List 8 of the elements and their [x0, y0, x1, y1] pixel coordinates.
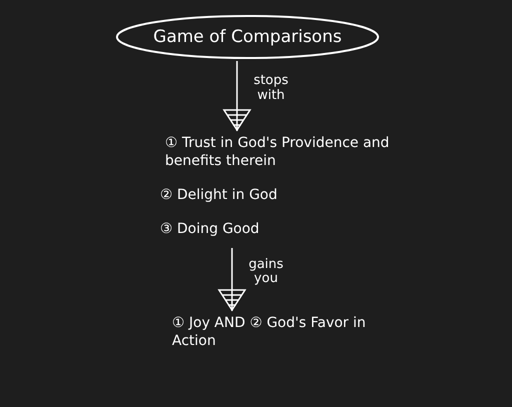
item-text: ① Joy AND ② God's Favor in Action [172, 315, 366, 350]
item-text: ② Delight in God [160, 187, 278, 203]
item-text: ③ Doing Good [160, 221, 260, 237]
edge-label: gains you [248, 258, 284, 288]
edge-label: stops with [252, 74, 290, 104]
title-ellipse [115, 14, 380, 60]
item-text: ① Trust in God's Providence and benefits therein [165, 135, 390, 170]
item-text: Game of Comparisons [153, 26, 342, 48]
